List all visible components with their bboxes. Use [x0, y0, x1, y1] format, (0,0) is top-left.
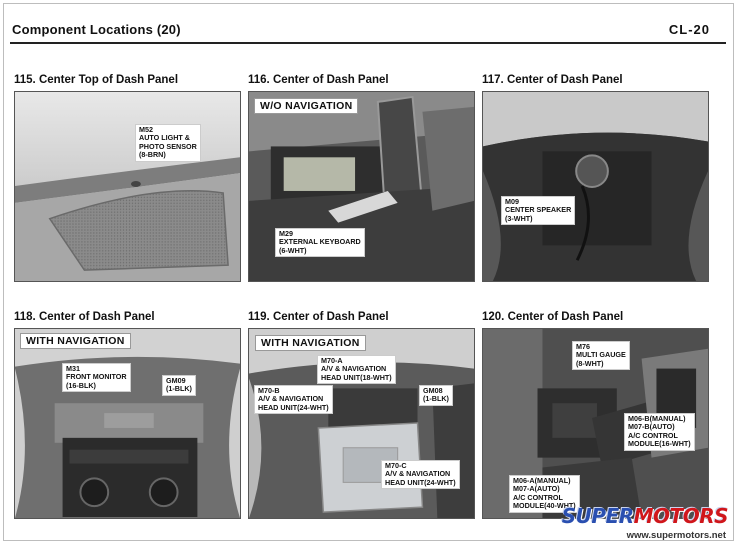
- panel-title: 118. Center of Dash Panel: [14, 311, 155, 323]
- callout-m70-a: M70-A A/V & NAVIGATION HEAD UNIT(18-WHT): [317, 355, 396, 385]
- page-code: CL-20: [668, 22, 710, 37]
- callout-m70-b: M70-B A/V & NAVIGATION HEAD UNIT(24-WHT): [254, 385, 333, 415]
- callout-m06-a: M06-A(MANUAL) M07-A(AUTO) A/C CONTROL MO…: [509, 475, 580, 513]
- callout-m76: M76 MULTI GAUGE (8-WHT): [572, 341, 630, 371]
- page-title: Component Locations (20): [12, 22, 181, 37]
- photo-front-monitor: WITH NAVIGATION M31 FRONT MONITOR (16-BL…: [14, 328, 241, 519]
- header-divider: [10, 42, 726, 44]
- watermark-url: www.supermotors.net: [626, 530, 726, 541]
- watermark-brand-2: MOTORS: [633, 504, 729, 528]
- photo-image: [483, 92, 708, 281]
- callout-m31: M31 FRONT MONITOR (16-BLK): [62, 363, 131, 393]
- callout-m29: M29 EXTERNAL KEYBOARD (6-WHT): [275, 228, 365, 258]
- callout-gm09: GM09 (1-BLK): [162, 375, 196, 396]
- panel-title: 117. Center of Dash Panel: [482, 74, 623, 86]
- banner-with-navigation: WITH NAVIGATION: [20, 333, 131, 349]
- watermark-logo: SUPERMOTORS: [561, 504, 729, 528]
- panel-title: 120. Center of Dash Panel: [482, 311, 624, 323]
- photo-center-speaker: M09 CENTER SPEAKER (3-WHT): [482, 91, 709, 282]
- panel-title: 116. Center of Dash Panel: [248, 74, 389, 86]
- photo-ac-control: M76 MULTI GAUGE (8-WHT) M06-B(MANUAL) M0…: [482, 328, 709, 519]
- photo-image: [15, 92, 240, 281]
- panel-title: 115. Center Top of Dash Panel: [14, 74, 179, 86]
- photo-image: [15, 329, 240, 518]
- watermark-brand-1: SUPER: [561, 504, 634, 528]
- photo-head-unit: WITH NAVIGATION M70-A A/V & NAVIGATION H…: [248, 328, 475, 519]
- panel-title: 119. Center of Dash Panel: [248, 311, 389, 323]
- callout-gm08: GM08 (1-BLK): [419, 385, 453, 406]
- banner-with-navigation: WITH NAVIGATION: [255, 335, 366, 351]
- banner-wo-navigation: W/O NAVIGATION: [254, 98, 359, 114]
- callout-m52: M52 AUTO LIGHT & PHOTO SENSOR (8-BRN): [135, 124, 201, 162]
- photo-center-top-dash: M52 AUTO LIGHT & PHOTO SENSOR (8-BRN): [14, 91, 241, 282]
- callout-m70-c: M70-C A/V & NAVIGATION HEAD UNIT(24-WHT): [381, 460, 460, 490]
- callout-m06-b: M06-B(MANUAL) M07-B(AUTO) A/C CONTROL MO…: [624, 413, 695, 451]
- callout-m09: M09 CENTER SPEAKER (3-WHT): [501, 196, 576, 226]
- photo-center-dash-wo-nav: W/O NAVIGATION M29 EXTERNAL KEYBOARD (6-…: [248, 91, 475, 282]
